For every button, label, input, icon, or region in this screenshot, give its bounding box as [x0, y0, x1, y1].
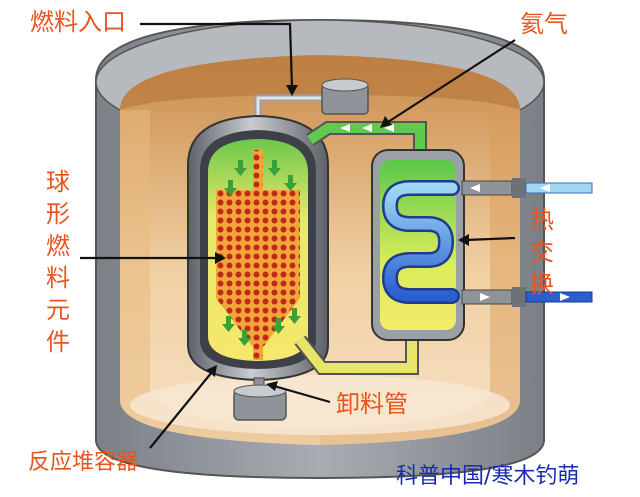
spherical-fuel-char: 球 — [46, 168, 70, 196]
heat-exchange-char: 换 — [530, 270, 554, 298]
credit-text: 科普中国/寒木钓萌 — [396, 464, 580, 489]
helium-label: 氦气 — [520, 10, 568, 38]
spherical-fuel-char: 件 — [46, 328, 70, 356]
leader-arrowheads — [206, 85, 469, 391]
reactor-vessel-label: 反应堆容器 — [28, 450, 139, 475]
spherical-fuel-label: 球 形 燃 料 元 件 — [44, 166, 72, 358]
heat-exchange-char: 热 — [530, 206, 554, 234]
spherical-fuel-char: 元 — [46, 296, 70, 324]
spherical-fuel-char: 料 — [46, 264, 70, 292]
leader-lines — [80, 22, 516, 449]
fuel-inlet-label: 燃料入口 — [30, 8, 126, 36]
heat-exchange-char: 交 — [530, 238, 554, 266]
spherical-fuel-char: 燃 — [46, 232, 70, 260]
heat-exchange-label: 热 交 换 — [528, 204, 556, 300]
spherical-fuel-char: 形 — [46, 200, 70, 228]
heat-exchanger — [371, 149, 593, 341]
discharge-pipe-label: 卸料管 — [336, 390, 408, 418]
helium-duct — [294, 121, 427, 375]
reactor-vessel — [187, 114, 329, 382]
fuel-inlet-assembly — [254, 78, 369, 122]
